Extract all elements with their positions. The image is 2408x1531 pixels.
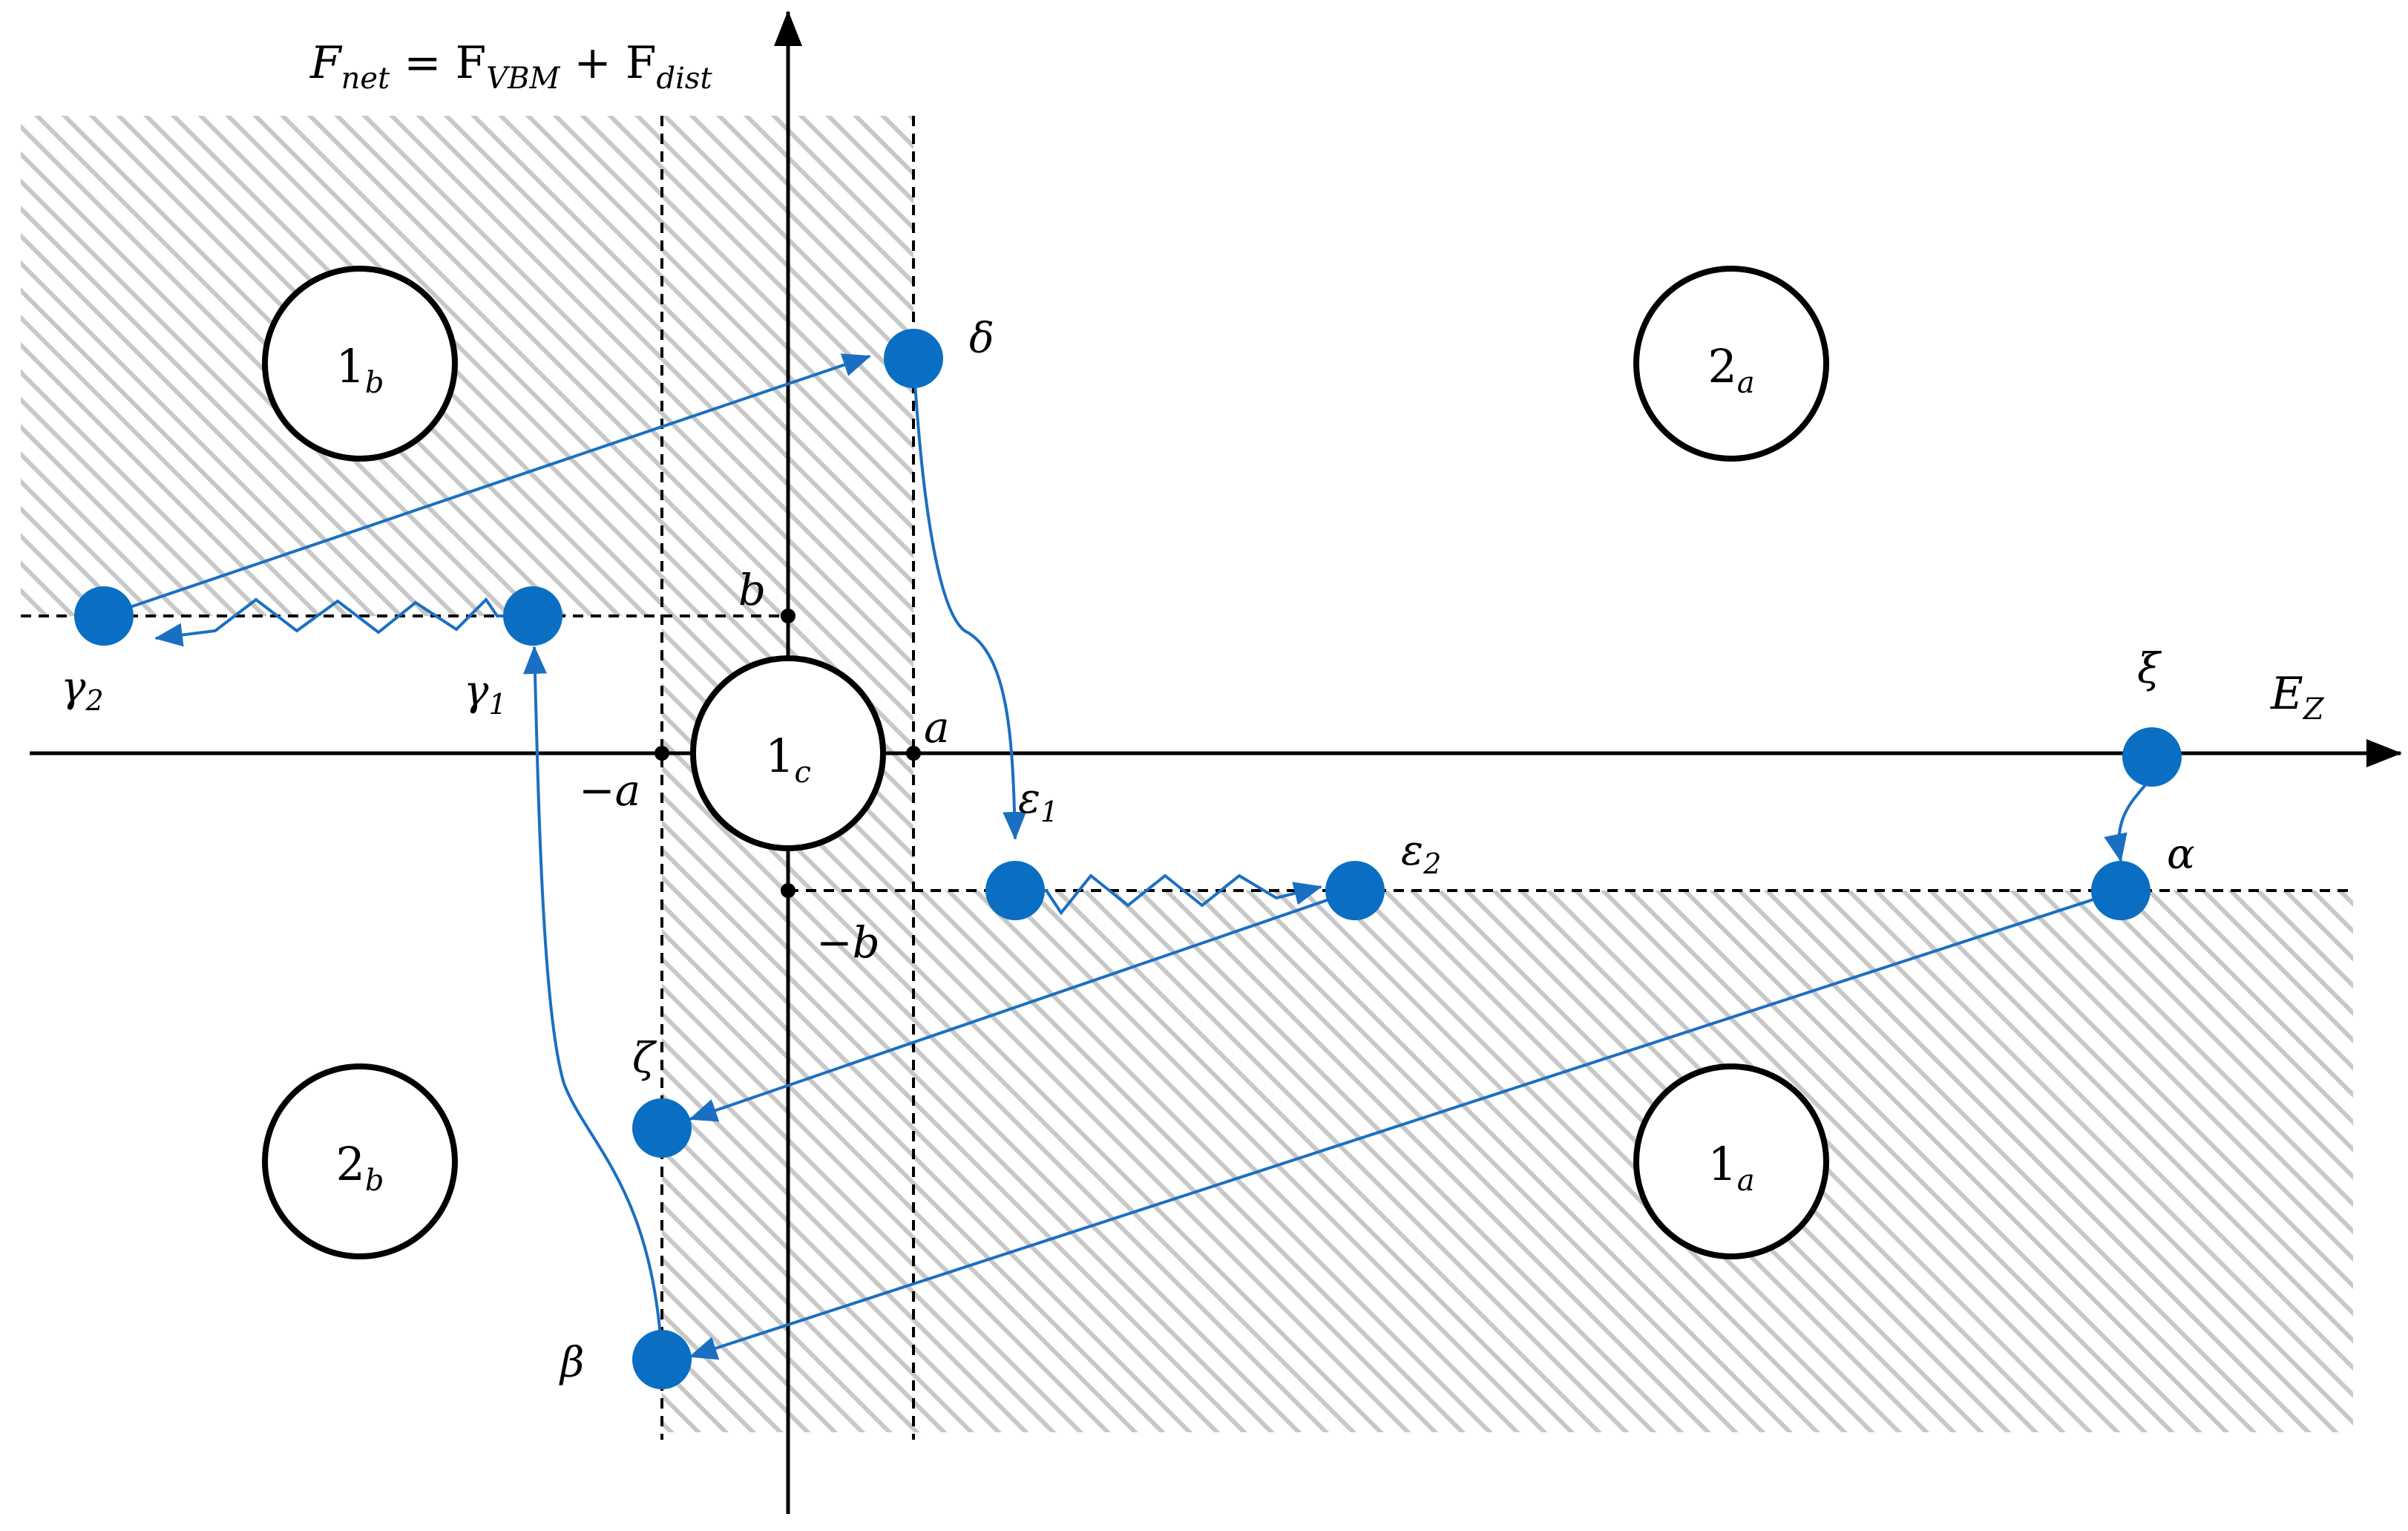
tick-label-b: b — [738, 565, 766, 615]
svg-text:1c: 1c — [765, 729, 811, 790]
region-1b: 1b — [262, 266, 458, 462]
region-1c-sub: c — [795, 755, 811, 790]
point-eps2 — [1325, 861, 1385, 920]
tick-dot-a — [906, 746, 921, 761]
point-labels: δ γ2 γ1 ξ ε1 ε2 α ζ β — [61, 315, 2195, 1387]
tick-dot-b — [781, 609, 795, 623]
label-eps2: ε2 — [1401, 827, 1441, 880]
arrow-gamma1-gamma2-zigzag — [154, 597, 533, 647]
label-beta: β — [559, 1339, 584, 1387]
label-gamma1: γ1 — [464, 667, 507, 721]
point-eps1 — [985, 861, 1045, 920]
point-gamma2 — [74, 586, 134, 646]
region-2a: 2a — [1633, 266, 1829, 462]
arrow-delta-eps1 — [912, 358, 1027, 840]
svg-text:2b: 2b — [335, 1137, 384, 1198]
region-2b: 2b — [262, 1063, 458, 1259]
label-eps1: ε1 — [1018, 775, 1058, 828]
region-2b-main: 2 — [335, 1137, 364, 1191]
tick-labels: a −a b −b — [579, 565, 950, 968]
label-alpha: α — [2167, 830, 2195, 879]
arrow-alpha-beta — [689, 889, 2122, 1360]
tick-label-neg-b: −b — [816, 917, 880, 968]
region-1a-sub: a — [1737, 1164, 1755, 1198]
label-xi: ξ — [2137, 645, 2162, 693]
tick-dot-neg-a — [655, 746, 669, 761]
arrow-gamma2-delta — [103, 353, 871, 617]
point-delta — [884, 329, 943, 388]
transitions — [103, 353, 2156, 1360]
y-axis-label: Fnet = FVBM + Fdist — [309, 37, 712, 96]
point-alpha — [2091, 861, 2151, 920]
svg-text:2a: 2a — [1707, 339, 1754, 400]
point-beta — [632, 1330, 692, 1389]
point-gamma1 — [503, 586, 562, 646]
label-zeta: ζ — [632, 1035, 657, 1083]
region-1a-main: 1 — [1707, 1137, 1736, 1191]
region-1b-main: 1 — [335, 339, 364, 393]
hatch-top-left — [21, 116, 913, 616]
label-gamma2: γ2 — [61, 663, 104, 717]
tick-dot-neg-b — [781, 883, 795, 898]
point-xi — [2122, 727, 2182, 787]
tick-label-neg-a: −a — [579, 765, 640, 816]
label-delta: δ — [969, 315, 994, 363]
arrow-beta-gamma1 — [523, 646, 663, 1359]
svg-text:1b: 1b — [335, 339, 384, 400]
region-circles: 1b 2a 1c 2b 1a — [262, 266, 1829, 1259]
tick-label-a: a — [924, 702, 950, 753]
region-1b-sub: b — [365, 366, 384, 400]
region-1c-main: 1 — [765, 729, 794, 783]
tick-dots — [655, 609, 921, 898]
arrow-eps2-zeta — [689, 889, 1356, 1122]
region-2a-sub: a — [1737, 366, 1755, 400]
svg-text:1a: 1a — [1707, 1137, 1754, 1198]
region-2b-sub: b — [365, 1164, 384, 1198]
x-axis-label: EZ — [2270, 668, 2325, 727]
arrow-eps1-eps2-zigzag — [1015, 873, 1322, 916]
region-1a: 1a — [1633, 1063, 1829, 1259]
state-points — [74, 329, 2182, 1389]
region-1c: 1c — [690, 655, 886, 851]
region-2a-main: 2 — [1707, 339, 1736, 393]
point-zeta — [632, 1098, 692, 1158]
